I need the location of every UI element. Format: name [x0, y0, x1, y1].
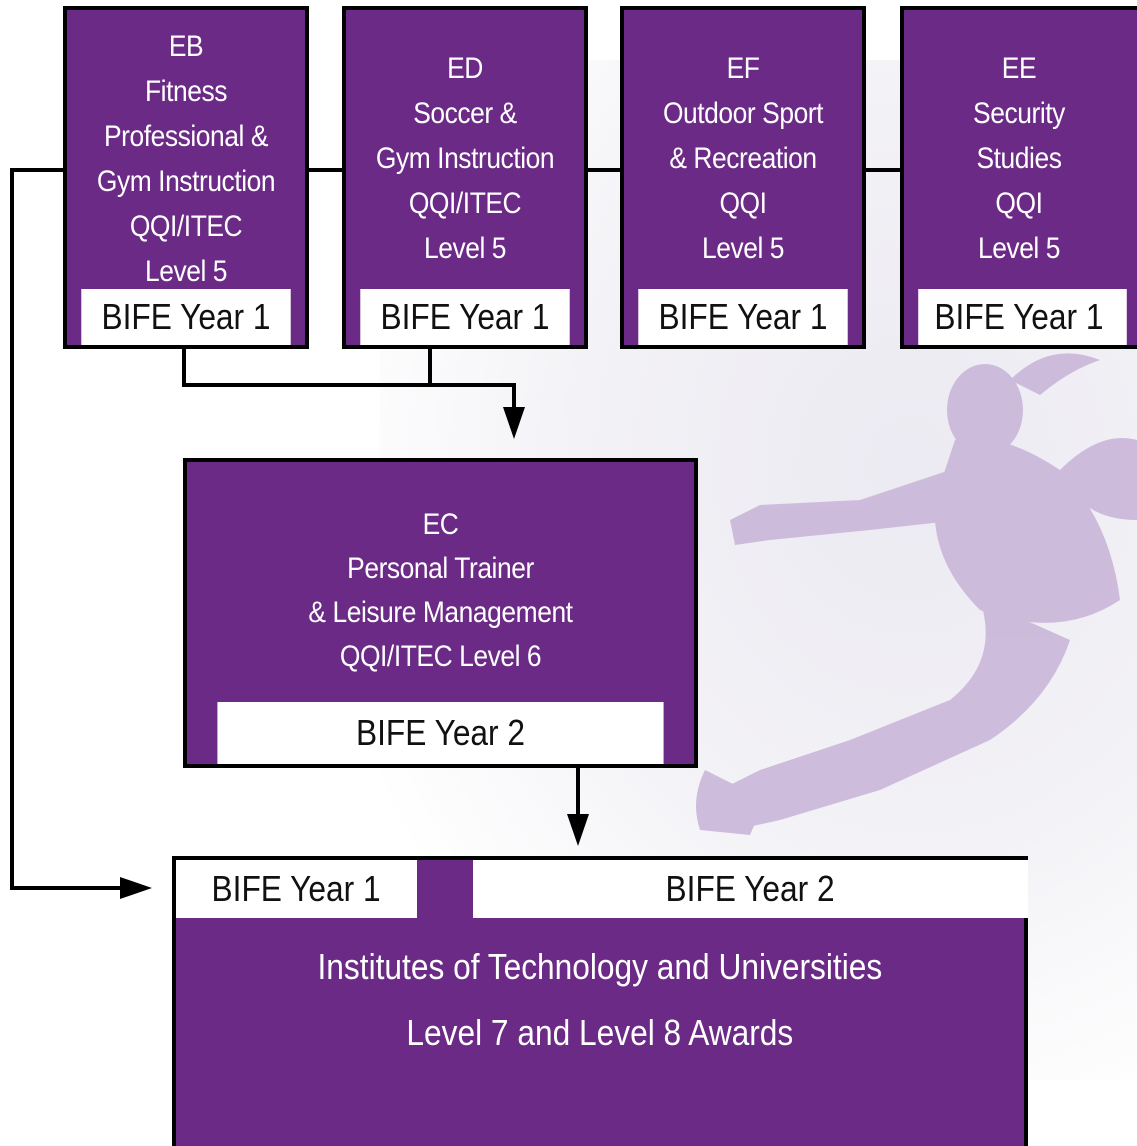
- course-eb-year-label: BIFE Year 1: [81, 289, 291, 345]
- course-ee-line: Security: [973, 97, 1065, 130]
- connector-left-vertical: [10, 168, 14, 890]
- connector-eb-down: [182, 349, 186, 387]
- arrow-to-ec-icon: [503, 407, 525, 439]
- course-ec-line: EC: [422, 508, 459, 541]
- connector-eb-ed: [309, 168, 342, 172]
- course-ef-line: Outdoor Sport: [662, 97, 824, 130]
- destination-tab-year2-label: BIFE Year 2: [665, 868, 836, 909]
- course-ed-line: QQI/ITEC: [408, 187, 522, 220]
- destination-tab-year1-label: BIFE Year 1: [211, 868, 382, 909]
- course-eb-line: QQI/ITEC: [129, 210, 243, 243]
- connector-ef-ee: [866, 168, 900, 172]
- course-eb-line: Professional &: [103, 120, 269, 153]
- course-ef-line: QQI: [719, 187, 767, 220]
- course-ee-line: QQI: [995, 187, 1043, 220]
- course-ed-line: Gym Instruction: [375, 142, 555, 175]
- course-ed-line: Soccer &: [413, 97, 517, 130]
- course-eb-line: EB: [168, 30, 204, 63]
- course-box-ef: EF Outdoor Sport & Recreation QQI Level …: [620, 6, 866, 349]
- destination-line-institutes: Institutes of Technology and Universitie…: [317, 946, 883, 987]
- course-ef-line: EF: [726, 52, 760, 85]
- connector-ed-down: [428, 349, 432, 387]
- course-ef-line: Level 5: [701, 232, 785, 265]
- course-ed-line: Level 5: [423, 232, 507, 265]
- connector-to-ec: [512, 383, 516, 409]
- course-ee-line: EE: [1001, 52, 1037, 85]
- connector-left-bottom: [10, 886, 122, 890]
- course-eb-line: Gym Instruction: [96, 165, 276, 198]
- course-ee-year-label: BIFE Year 1: [918, 289, 1127, 345]
- course-box-eb: EB Fitness Professional & Gym Instructio…: [63, 6, 309, 349]
- course-ec-line: Personal Trainer: [347, 552, 534, 585]
- arrow-to-destination-icon: [120, 877, 152, 899]
- course-box-ee: EE Security Studies QQI Level 5 BIFE Yea…: [900, 6, 1137, 349]
- connector-merge: [182, 383, 516, 387]
- connector-ed-ef: [588, 168, 620, 172]
- destination-tab-year2: BIFE Year 2: [473, 860, 1028, 918]
- course-eb-line: Level 5: [144, 255, 228, 288]
- arrow-to-destination-from-ec-icon: [567, 814, 589, 846]
- course-ee-line: Studies: [976, 142, 1062, 175]
- course-ec-line: & Leisure Management: [308, 596, 573, 629]
- course-box-ec: EC Personal Trainer & Leisure Management…: [183, 458, 698, 768]
- destination-line-awards: Level 7 and Level 8 Awards: [406, 1012, 794, 1053]
- course-eb-line: Fitness: [144, 75, 228, 108]
- course-ee-line: Level 5: [977, 232, 1061, 265]
- course-ec-line: QQI/ITEC Level 6: [339, 640, 542, 673]
- connector-left-stub: [10, 168, 63, 172]
- course-ef-year-label: BIFE Year 1: [638, 289, 848, 345]
- course-ed-year-label: BIFE Year 1: [360, 289, 570, 345]
- destination-tab-year1: BIFE Year 1: [176, 860, 417, 918]
- course-ed-line: ED: [447, 52, 483, 85]
- course-ec-year-label: BIFE Year 2: [217, 702, 664, 764]
- course-ef-line: & Recreation: [669, 142, 817, 175]
- connector-ec-down: [576, 768, 580, 818]
- course-box-ed: ED Soccer & Gym Instruction QQI/ITEC Lev…: [342, 6, 588, 349]
- destination-box: BIFE Year 1 BIFE Year 2 Institutes of Te…: [172, 856, 1028, 1146]
